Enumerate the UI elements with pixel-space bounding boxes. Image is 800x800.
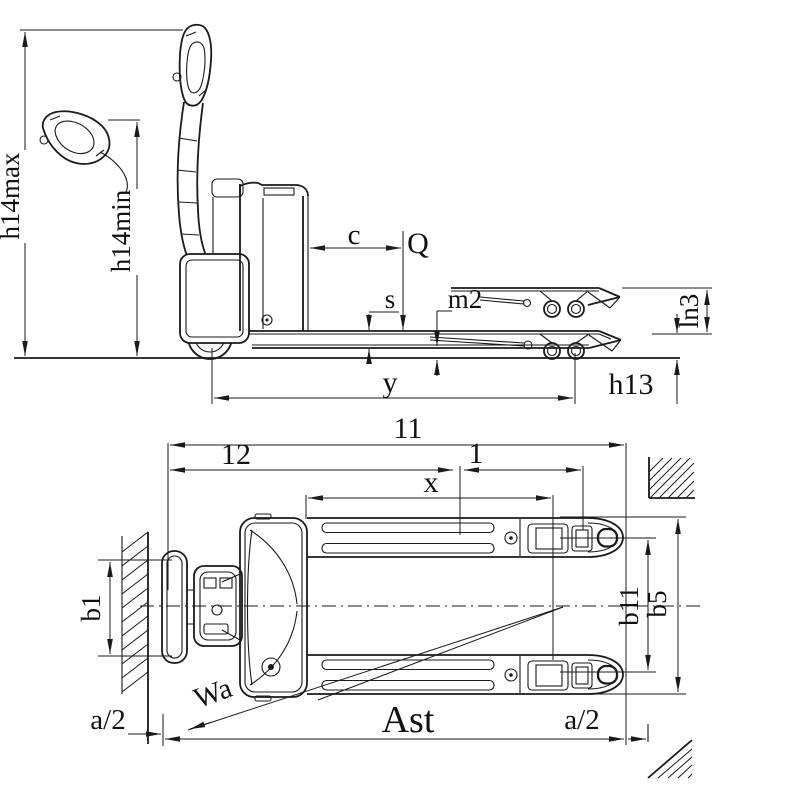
body-top-inset bbox=[263, 187, 295, 196]
left-wall bbox=[121, 531, 149, 744]
dim-h13: h13 bbox=[609, 314, 680, 404]
dim-a2-right: a/2 bbox=[564, 704, 646, 742]
tiller-lowered-ghost bbox=[39, 110, 129, 193]
dim-label-c: c bbox=[348, 219, 361, 251]
left-wall-hatch bbox=[121, 531, 149, 693]
dim-label-ln3: ln3 bbox=[674, 294, 704, 329]
dim-label-s: s bbox=[385, 284, 396, 314]
dim-y: y bbox=[211, 348, 576, 404]
dim-label-b1: b1 bbox=[76, 595, 106, 622]
body-left-cap bbox=[211, 178, 244, 198]
dim-label-a2-right: a/2 bbox=[564, 704, 599, 736]
dim-ast: Ast bbox=[162, 699, 624, 746]
tiller-raised bbox=[172, 23, 213, 107]
control-head bbox=[193, 565, 243, 647]
dim-b5: b5 bbox=[560, 516, 686, 695]
body-bolt bbox=[261, 314, 273, 326]
right-wall-corner-bottom bbox=[647, 724, 693, 779]
dim-label-x: x bbox=[424, 466, 439, 499]
side-view: h14max h14min c Q s bbox=[0, 23, 712, 404]
dim-label-l: 1 bbox=[469, 437, 484, 470]
handle-bar bbox=[161, 550, 188, 664]
dim-label-m2: m2 bbox=[448, 284, 483, 314]
dim-label-h14max: h14max bbox=[0, 152, 25, 239]
dim-label-y: y bbox=[383, 366, 398, 399]
handle-knob bbox=[172, 72, 182, 82]
dim-b1: b1 bbox=[76, 559, 172, 657]
dim-l: 1 bbox=[464, 437, 584, 530]
dim-c: c bbox=[310, 219, 401, 251]
tiller-plan bbox=[161, 550, 243, 664]
fork-plan-lower bbox=[305, 653, 625, 696]
dim-wa: Wa bbox=[187, 606, 564, 731]
dim-m2: m2 bbox=[434, 284, 483, 376]
dim-label-wa: Wa bbox=[190, 672, 237, 715]
dim-label-ast: Ast bbox=[382, 699, 435, 741]
dim-l2: 12 bbox=[170, 438, 461, 535]
dim-a2-left: a/2 bbox=[90, 704, 161, 737]
dim-l1: 11 bbox=[167, 412, 627, 745]
dim-label-b5: b5 bbox=[642, 591, 672, 618]
dim-label-q: Q bbox=[407, 227, 429, 260]
dim-label-b11: b11 bbox=[614, 586, 644, 626]
dim-b11: b11 bbox=[560, 537, 656, 673]
dim-label-a2-left: a/2 bbox=[90, 704, 125, 736]
dim-x: x bbox=[305, 466, 554, 660]
plan-view: Wa bbox=[76, 412, 704, 779]
truck-body-plan bbox=[239, 513, 308, 702]
chassis-apron bbox=[179, 253, 250, 344]
ghost-handle-knob bbox=[39, 135, 49, 145]
forks-lowered bbox=[249, 330, 622, 360]
dim-s: s bbox=[366, 284, 399, 364]
right-wall-corner-top bbox=[648, 457, 695, 499]
dim-label-l1: 11 bbox=[394, 412, 423, 445]
dim-label-h14min: h14min bbox=[106, 189, 136, 272]
dim-label-h13: h13 bbox=[609, 368, 654, 401]
dim-label-l2: 12 bbox=[221, 438, 251, 471]
truck-body bbox=[211, 178, 309, 331]
dim-ln3: ln3 bbox=[622, 287, 712, 335]
dim-h14max: h14max bbox=[0, 29, 183, 356]
dim-h14min: h14min bbox=[106, 119, 140, 356]
handle-cable bbox=[99, 151, 129, 193]
forks-raised bbox=[451, 287, 621, 318]
dim-q: Q bbox=[400, 227, 429, 330]
